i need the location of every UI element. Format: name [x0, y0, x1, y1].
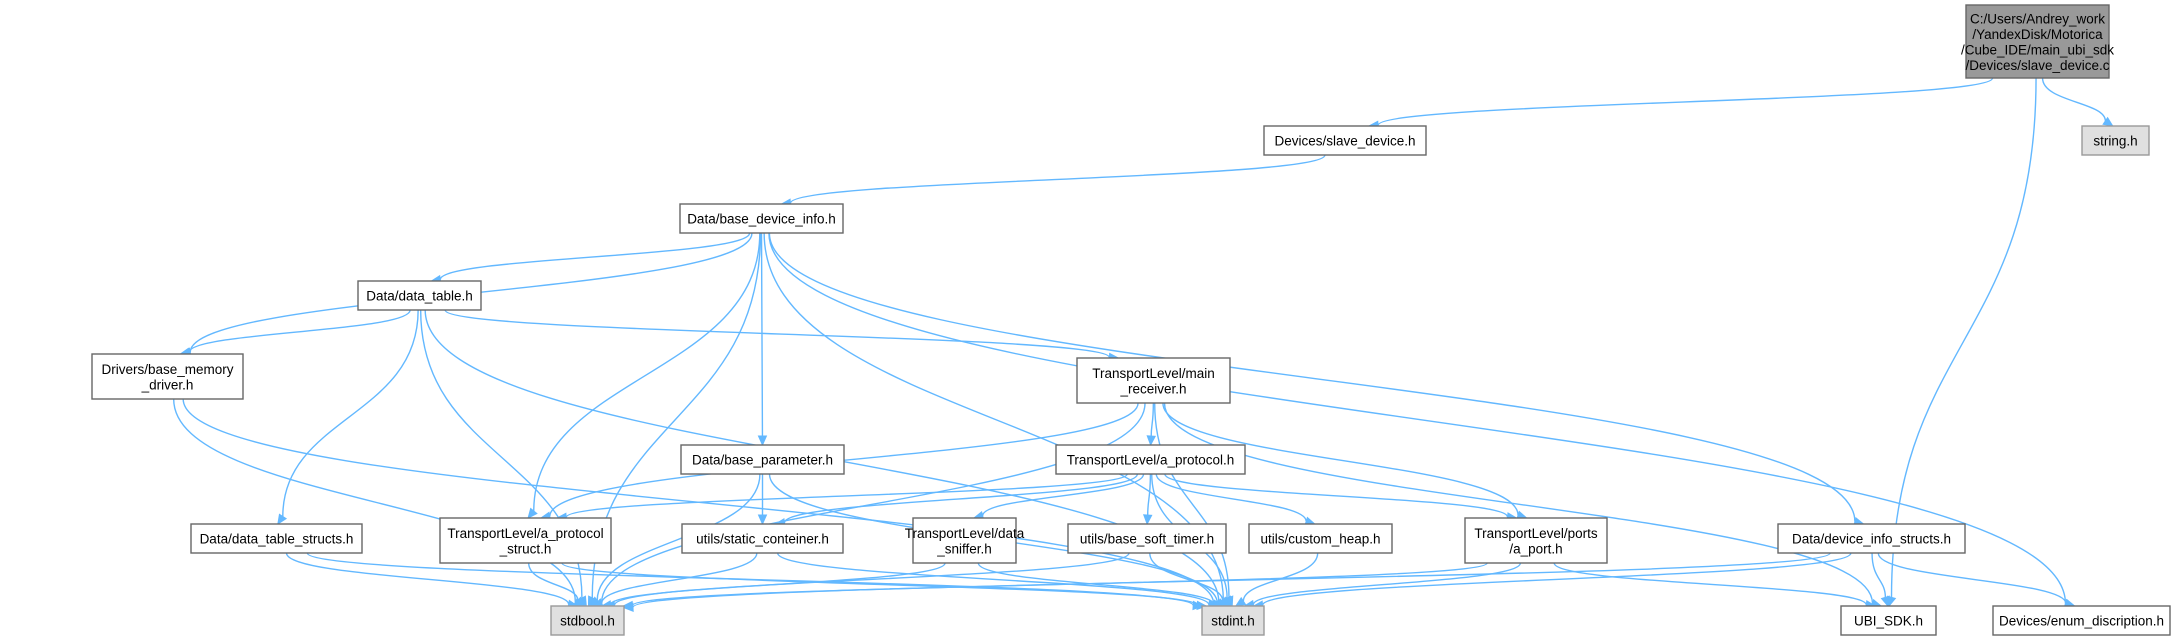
node-label: TransportLevel/data: [905, 526, 1025, 541]
edge-a_port_h-to-stdint_h: [1243, 562, 1522, 610]
edge-a_protocol_h-to-a_port_h: [1164, 473, 1518, 522]
node-data-sniffer-h[interactable]: TransportLevel/data_sniffer.h: [905, 517, 1025, 564]
node-label: Data/data_table.h: [366, 289, 473, 304]
node-base-soft-timer-h[interactable]: utils/base_soft_timer.h: [1067, 523, 1227, 554]
node-label: utils/custom_heap.h: [1260, 532, 1380, 547]
node-label: _receiver.h: [1119, 381, 1186, 396]
node-label: _driver.h: [141, 377, 194, 392]
node-base-memory-driver-h[interactable]: Drivers/base_memory_driver.h: [91, 353, 244, 400]
node-label: utils/static_conteiner.h: [696, 532, 829, 547]
edge-main_receiver_h-to-a_protocol_h: [1146, 402, 1156, 447]
arrowhead-icon: [757, 435, 768, 447]
edge-base_parameter_h-to-static_conteiner_h: [757, 473, 768, 526]
node-label: _struct.h: [499, 541, 552, 556]
edge-base_device_info_h-to-data_table_h: [430, 232, 751, 285]
nodes-layer: C:/Users/Andrey_work/YandexDisk/Motorica…: [91, 4, 2171, 636]
node-base-parameter-h[interactable]: Data/base_parameter.h: [680, 444, 845, 475]
node-stdint-h[interactable]: stdint.h: [1201, 605, 1265, 636]
edge-root-to-string_h: [2041, 77, 2114, 127]
node-static-conteiner-h[interactable]: utils/static_conteiner.h: [681, 523, 844, 554]
arrowhead-icon: [277, 513, 288, 526]
arrowhead-icon: [1142, 514, 1153, 526]
node-label: stdbool.h: [560, 614, 615, 629]
arrowhead-icon: [1146, 435, 1156, 447]
node-label: Data/data_table_structs.h: [200, 532, 354, 547]
edge-main_receiver_h-to-stdint_h: [1153, 402, 1234, 608]
edge-base_soft_timer_h-to-stdbool_h: [604, 552, 1130, 610]
node-label: /Cube_IDE/main_ubi_sdk: [1961, 42, 2114, 57]
node-label: Data/device_info_structs.h: [1792, 532, 1951, 547]
arrowhead-icon: [757, 514, 768, 526]
node-label: Devices/enum_discription.h: [1999, 614, 2164, 629]
edge-device_info_structs_h-to-ubi_sdk_h: [1871, 552, 1890, 608]
node-a-protocol-h[interactable]: TransportLevel/a_protocol.h: [1055, 444, 1246, 475]
arrowhead-icon: [574, 596, 587, 607]
edge-root-to-slave_device_h: [1367, 77, 1994, 131]
edge-data_table_h-to-data_table_structs_h: [277, 309, 419, 526]
node-label: Data/base_parameter.h: [692, 453, 833, 468]
node-enum-discription-h[interactable]: Devices/enum_discription.h: [1992, 605, 2171, 636]
node-label: /Devices/slave_device.c: [1965, 58, 2109, 73]
arrowhead-icon: [1219, 596, 1232, 607]
node-label: TransportLevel/a_protocol.h: [1067, 453, 1235, 468]
edge-base_soft_timer_h-to-stdint_h: [1149, 552, 1232, 607]
node-label: stdint.h: [1211, 614, 1255, 629]
node-main-receiver-h[interactable]: TransportLevel/main_receiver.h: [1076, 357, 1231, 404]
node-label: /a_port.h: [1509, 541, 1562, 556]
node-label: Devices/slave_device.h: [1274, 134, 1415, 149]
node-label: TransportLevel/a_protocol: [447, 526, 603, 541]
edge-device_info_structs_h-to-stdbool_h: [622, 552, 1831, 613]
edge-a_port_h-to-ubi_sdk_h: [1553, 562, 1877, 610]
edge-base_device_info_h-to-a_protocol_struct_h: [527, 232, 761, 519]
node-root[interactable]: C:/Users/Andrey_work/YandexDisk/Motorica…: [1961, 4, 2114, 79]
edge-base_device_info_h-to-device_info_structs_h: [768, 232, 1865, 527]
edge-a_protocol_h-to-base_soft_timer_h: [1142, 473, 1153, 526]
node-custom-heap-h[interactable]: utils/custom_heap.h: [1248, 523, 1393, 554]
arrowhead-icon: [2102, 116, 2114, 127]
node-stdbool-h[interactable]: stdbool.h: [550, 605, 625, 636]
edge-a_protocol_struct_h-to-stdbool_h: [527, 562, 587, 607]
node-label: /YandexDisk/Motorica: [1972, 27, 2103, 42]
node-label: Data/base_device_info.h: [687, 212, 836, 227]
edge-slave_device_h-to-base_device_info_h: [780, 154, 1326, 208]
node-label: TransportLevel/ports: [1474, 526, 1598, 541]
node-device-info-structs-h[interactable]: Data/device_info_structs.h: [1777, 523, 1966, 554]
arrowhead-icon: [1880, 595, 1890, 608]
node-label: Drivers/base_memory: [101, 362, 233, 377]
edge-base_device_info_h-to-base_parameter_h: [757, 232, 768, 447]
node-a-port-h[interactable]: TransportLevel/ports/a_port.h: [1464, 517, 1608, 564]
node-label: C:/Users/Andrey_work: [1970, 11, 2105, 26]
node-a-protocol-struct-h[interactable]: TransportLevel/a_protocol_struct.h: [439, 517, 612, 564]
node-data-table-structs-h[interactable]: Data/data_table_structs.h: [190, 523, 363, 554]
node-base-device-info-h[interactable]: Data/base_device_info.h: [679, 203, 844, 234]
node-string-h[interactable]: string.h: [2081, 125, 2150, 156]
node-label: utils/base_soft_timer.h: [1080, 532, 1214, 547]
node-data-table-h[interactable]: Data/data_table.h: [357, 280, 482, 311]
node-label: _sniffer.h: [936, 541, 992, 556]
node-label: UBI_SDK.h: [1854, 614, 1923, 629]
edge-base_memory_driver_h-to-stdint_h: [182, 398, 1224, 609]
arrowhead-icon: [622, 602, 634, 613]
arrowhead-icon: [527, 507, 538, 519]
arrowhead-icon: [1234, 596, 1247, 607]
edge-a_protocol_h-to-data_sniffer_h: [972, 473, 1145, 521]
edge-device_info_structs_h-to-enum_discription_h: [1877, 552, 2076, 609]
node-ubi-sdk-h[interactable]: UBI_SDK.h: [1840, 605, 1937, 636]
node-label: TransportLevel/main: [1092, 366, 1215, 381]
node-label: string.h: [2093, 134, 2137, 149]
node-slave-device-h[interactable]: Devices/slave_device.h: [1263, 125, 1427, 156]
